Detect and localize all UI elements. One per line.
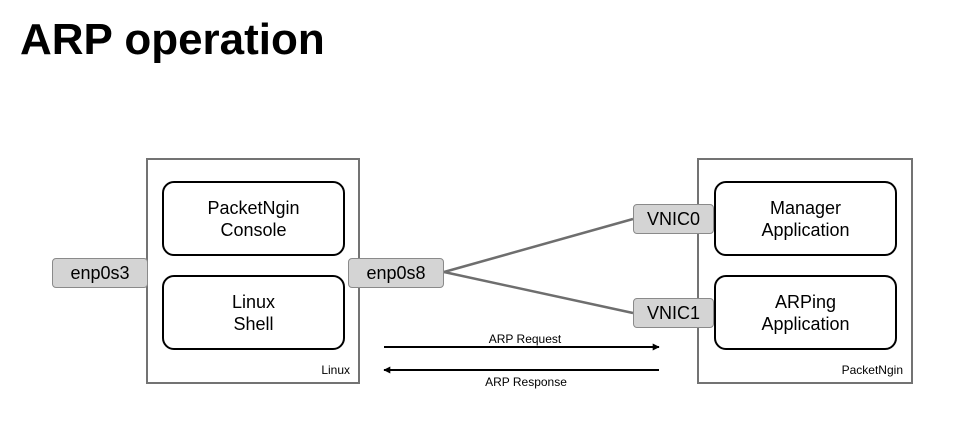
arping-application-line2: Application — [761, 313, 850, 334]
packetngin-console-box: PacketNgin Console — [162, 181, 345, 256]
linux-host-label: Linux — [321, 363, 350, 377]
link-enp0s8-vnic0 — [443, 217, 634, 274]
packetngin-console-line1: PacketNgin — [207, 197, 300, 218]
interface-vnic0: VNIC0 — [633, 204, 714, 234]
page-title: ARP operation — [20, 15, 325, 64]
linux-shell-box: Linux Shell — [162, 275, 345, 350]
packetngin-host-label: PacketNgin — [841, 363, 903, 377]
manager-application-line2: Application — [761, 219, 850, 240]
linux-shell-line2: Shell — [233, 313, 274, 334]
arp-request-label: ARP Request — [488, 332, 562, 346]
arping-application-line1: ARPing — [774, 291, 837, 312]
arp-response-label: ARP Response — [485, 375, 567, 389]
packetngin-console-line2: Console — [220, 219, 287, 240]
manager-application-line1: Manager — [769, 197, 842, 218]
arping-application-box: ARPing Application — [714, 275, 897, 350]
interface-vnic1: VNIC1 — [633, 298, 714, 328]
interface-enp0s8: enp0s8 — [348, 258, 444, 288]
interface-enp0s3: enp0s3 — [52, 258, 148, 288]
link-enp0s8-vnic1 — [443, 270, 634, 315]
linux-shell-line1: Linux — [231, 291, 276, 312]
manager-application-box: Manager Application — [714, 181, 897, 256]
